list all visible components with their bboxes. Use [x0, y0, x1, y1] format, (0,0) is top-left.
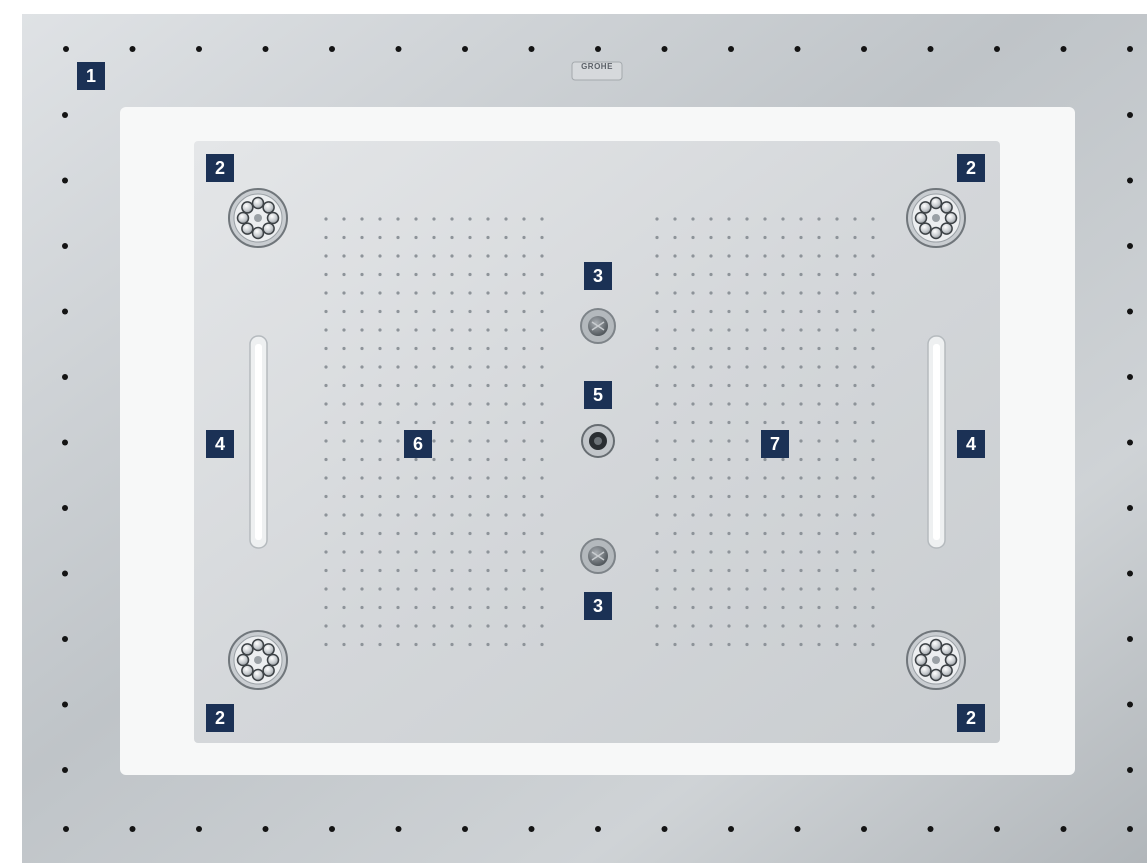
callout-5-center: 5	[584, 381, 612, 409]
callout-6-rain-left: 6	[404, 430, 432, 458]
massage-spray-bottom-right	[907, 631, 965, 689]
massage-spray-bottom-left	[229, 631, 287, 689]
massage-spray-top-right	[907, 189, 965, 247]
callout-2-bottom-left: 2	[206, 704, 234, 732]
callout-1-frame: 1	[77, 62, 105, 90]
callout-3-top: 3	[584, 262, 612, 290]
light-strip-right	[928, 336, 945, 548]
brand-logo: GROHE	[569, 62, 625, 71]
callout-7-rain-right: 7	[761, 430, 789, 458]
center-jet-nozzle	[582, 425, 614, 457]
side-spray-nozzle-top	[581, 309, 615, 343]
callout-2-bottom-right: 2	[957, 704, 985, 732]
callout-2-top-right: 2	[957, 154, 985, 182]
massage-spray-top-left	[229, 189, 287, 247]
side-spray-nozzle-bottom	[581, 539, 615, 573]
callout-4-right: 4	[957, 430, 985, 458]
callout-3-bottom: 3	[584, 592, 612, 620]
light-strip-left	[250, 336, 267, 548]
callout-4-left: 4	[206, 430, 234, 458]
callout-2-top-left: 2	[206, 154, 234, 182]
